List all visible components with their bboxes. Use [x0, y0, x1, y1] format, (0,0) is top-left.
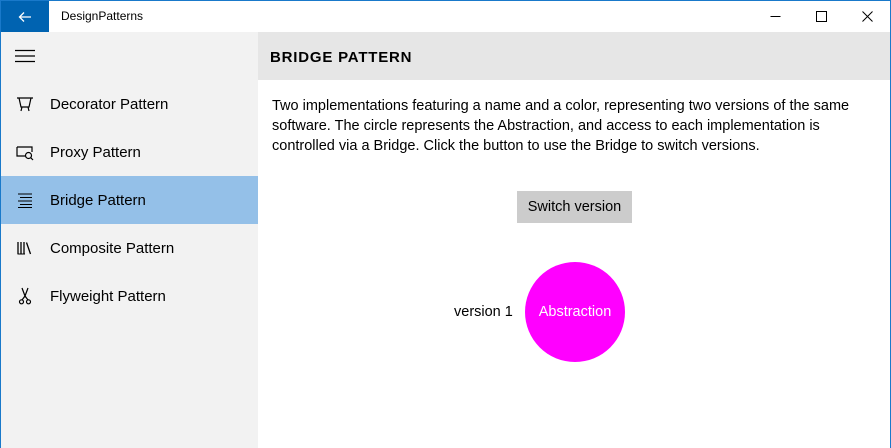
- back-arrow-icon: [18, 11, 31, 22]
- proxy-icon: [16, 146, 34, 161]
- sidebar-item-label: Bridge Pattern: [50, 191, 146, 209]
- main-content: BRIDGE PATTERN Two implementations featu…: [258, 32, 890, 448]
- page-header: BRIDGE PATTERN: [258, 32, 890, 80]
- close-button[interactable]: [844, 1, 890, 32]
- maximize-button[interactable]: [798, 1, 844, 32]
- minimize-button[interactable]: [752, 1, 798, 32]
- bridge-icon: [18, 193, 32, 209]
- sidebar-item-composite[interactable]: Composite Pattern: [1, 224, 258, 272]
- sidebar: Decorator Pattern Proxy Pattern Bridge P…: [1, 32, 258, 448]
- sidebar-item-label: Flyweight Pattern: [50, 287, 166, 305]
- abstraction-circle: Abstraction: [525, 262, 625, 362]
- sidebar-item-label: Composite Pattern: [50, 239, 175, 257]
- decorator-icon: [17, 97, 33, 112]
- sidebar-item-bridge[interactable]: Bridge Pattern: [1, 176, 258, 224]
- close-icon: [861, 11, 873, 22]
- back-button[interactable]: [1, 1, 49, 32]
- hamburger-icon: [15, 49, 35, 63]
- hamburger-button[interactable]: [1, 32, 49, 80]
- minimize-icon: [770, 16, 780, 17]
- composite-icon: [17, 242, 32, 255]
- switch-version-button[interactable]: Switch version: [517, 191, 632, 223]
- sidebar-item-decorator[interactable]: Decorator Pattern: [1, 80, 258, 128]
- sidebar-item-proxy[interactable]: Proxy Pattern: [1, 128, 258, 176]
- sidebar-item-flyweight[interactable]: Flyweight Pattern: [1, 272, 258, 320]
- flyweight-icon: [18, 287, 32, 305]
- sidebar-item-label: Decorator Pattern: [50, 95, 169, 113]
- sidebar-item-label: Proxy Pattern: [50, 143, 141, 161]
- maximize-icon: [815, 11, 827, 22]
- page-title: BRIDGE PATTERN: [270, 49, 413, 66]
- abstraction-label: Abstraction: [538, 304, 612, 320]
- pattern-description: Two implementations featuring a name and…: [272, 98, 850, 154]
- title-bar: DesignPatterns: [1, 1, 890, 32]
- version-label: version 1: [454, 304, 513, 320]
- app-title: DesignPatterns: [61, 9, 144, 23]
